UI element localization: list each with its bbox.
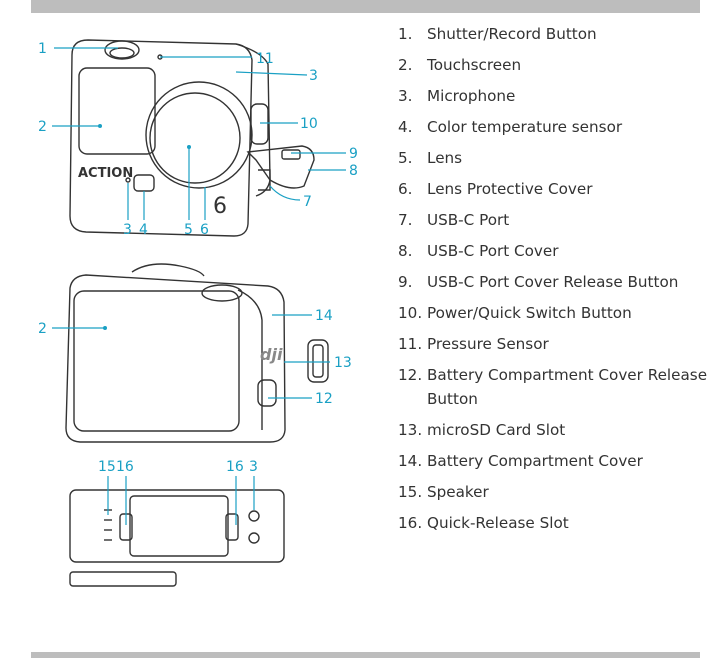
list-item-number: 14.	[398, 452, 423, 470]
list-item-label: Pressure Sensor	[427, 335, 549, 353]
callout-8: 8	[349, 163, 358, 179]
action-model-label: ACTION	[78, 166, 133, 181]
list-item-label: USB-C Port	[427, 211, 510, 229]
callout-13: 13	[334, 355, 352, 371]
list-item-label: Touchscreen	[427, 56, 522, 74]
list-item-number: 5.	[398, 149, 413, 167]
callout-16-left: 16	[116, 459, 134, 475]
list-item: 13.microSD Card Slot	[398, 418, 708, 442]
callout-2-back: 2	[38, 321, 47, 337]
list-item-label: Lens Protective Cover	[427, 180, 593, 198]
list-item: 3. Microphone	[398, 84, 708, 108]
parts-list: 1. Shutter/Record Button 2. Touchscreen 3.…	[398, 22, 708, 542]
list-item: 14.Battery Compartment Cover	[398, 449, 708, 473]
list-item-number: 6.	[398, 180, 413, 198]
list-item-label: USB-C Port Cover Release Button	[427, 273, 679, 291]
list-item: 9. USB-C Port Cover Release Button	[398, 270, 708, 294]
callout-14: 14	[315, 308, 333, 324]
callout-15: 15	[98, 459, 116, 475]
callout-3-bottom: 3	[249, 459, 258, 475]
list-item: 5. Lens	[398, 146, 708, 170]
list-item-number: 4.	[398, 118, 413, 136]
callout-1: 1	[38, 41, 47, 57]
list-item: 11.Pressure Sensor	[398, 332, 708, 356]
list-item-number: 3.	[398, 87, 413, 105]
list-item: 15.Speaker	[398, 480, 708, 504]
callout-16-right: 16	[226, 459, 244, 475]
list-item-label: Microphone	[427, 87, 516, 105]
list-item-label: Power/Quick Switch Button	[427, 304, 632, 322]
list-item-number: 16.	[398, 514, 423, 532]
top-divider-bar	[31, 0, 700, 13]
callout-5: 5	[184, 222, 193, 238]
list-item: 1. Shutter/Record Button	[398, 22, 708, 46]
list-item-label: USB-C Port Cover	[427, 242, 559, 260]
list-item-label: Quick-Release Slot	[427, 514, 569, 532]
list-item-label: microSD Card Slot	[427, 421, 566, 439]
list-item: 2. Touchscreen	[398, 53, 708, 77]
list-item: 12.Battery Compartment Cover Release But…	[398, 363, 708, 411]
callout-11: 11	[256, 51, 274, 67]
callout-3-front: 3	[123, 222, 132, 238]
list-item-label: Color temperature sensor	[427, 118, 623, 136]
list-item-number: 10.	[398, 304, 423, 322]
list-item-number: 12.	[398, 366, 423, 384]
list-item-label: Battery Compartment Cover Release Button	[427, 366, 708, 408]
dji-logo: dji	[260, 345, 283, 364]
callout-6: 6	[200, 222, 209, 238]
callout-7: 7	[303, 194, 312, 210]
bottom-view: 15 16 16 3	[69, 459, 285, 587]
list-item-label: Battery Compartment Cover	[427, 452, 643, 470]
list-item-number: 15.	[398, 483, 423, 501]
back-view: dji 2 14 13 12	[38, 263, 352, 443]
list-item: 8. USB-C Port Cover	[398, 239, 708, 263]
callout-12: 12	[315, 391, 333, 407]
callout-9: 9	[349, 146, 358, 162]
callout-2-front: 2	[38, 119, 47, 135]
list-item-number: 2.	[398, 56, 413, 74]
list-item-number: 8.	[398, 242, 413, 260]
list-item: 10.Power/Quick Switch Button	[398, 301, 708, 325]
list-item-number: 1.	[398, 25, 413, 43]
list-item-label: Speaker	[427, 483, 489, 501]
list-item: 6. Lens Protective Cover	[398, 177, 708, 201]
list-item-label: Lens	[427, 149, 463, 167]
callout-10: 10	[300, 116, 318, 132]
list-item-number: 7.	[398, 211, 413, 229]
bottom-divider-bar	[31, 652, 700, 658]
list-item-label: Shutter/Record Button	[427, 25, 597, 43]
list-item-number: 11.	[398, 335, 423, 353]
callout-4: 4	[139, 222, 148, 238]
list-item: 7. USB-C Port	[398, 208, 708, 232]
list-item-number: 9.	[398, 273, 413, 291]
list-item: 4. Color temperature sensor	[398, 115, 708, 139]
list-item-number: 13.	[398, 421, 423, 439]
list-item: 16.Quick-Release Slot	[398, 511, 708, 535]
front-view: ACTION 6 1 11 3 2 10 9 8 7 3 4 5 6	[38, 39, 358, 238]
model-number-label: 6	[213, 194, 227, 219]
callout-3-top: 3	[309, 68, 318, 84]
